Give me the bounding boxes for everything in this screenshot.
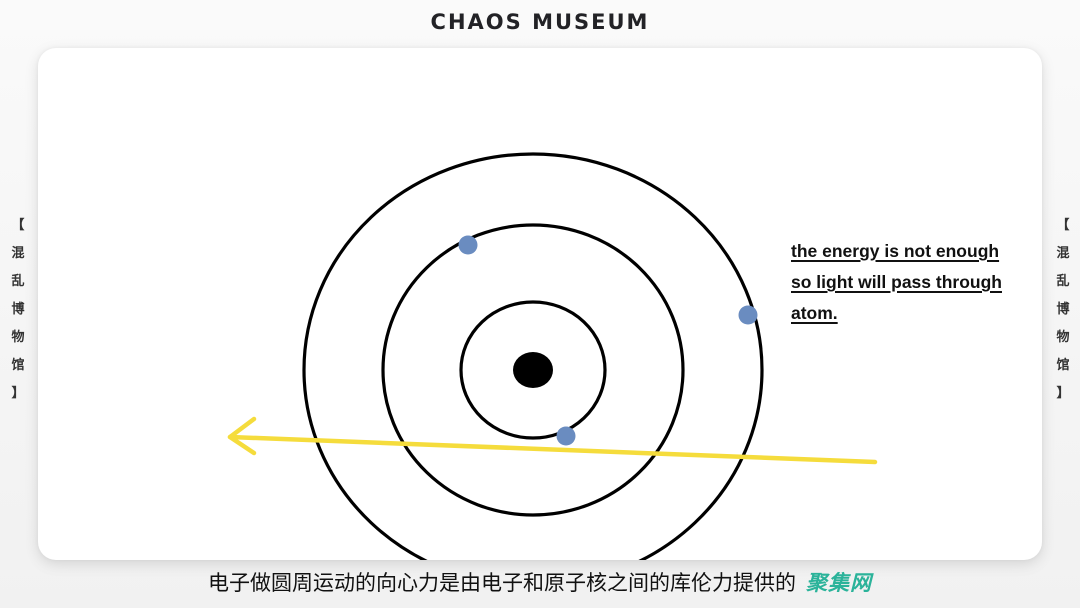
side-label-char: 物 xyxy=(11,330,25,345)
annotation-line: so light will pass through xyxy=(791,272,1002,292)
side-label-char: 乱 xyxy=(1056,274,1070,289)
side-label-char: 博 xyxy=(11,302,25,317)
nucleus-icon xyxy=(513,352,553,388)
orbits xyxy=(302,152,764,560)
side-label-char: 【 xyxy=(11,218,25,233)
side-label-char: 馆 xyxy=(11,358,25,373)
electron-icon xyxy=(458,235,478,255)
orbit-middle xyxy=(381,223,685,517)
side-label-char: 【 xyxy=(1056,218,1070,233)
annotation-line: the energy is not enough xyxy=(791,241,1000,261)
light-ray-arrow-icon xyxy=(227,416,878,465)
diagram-card: the energy is not enough so light will p… xyxy=(38,48,1042,560)
subtitle-caption: 电子做圆周运动的向心力是由电子和原子核之间的库伦力提供的聚集网 xyxy=(0,566,1080,600)
annotation-line: atom. xyxy=(791,303,838,323)
electron-icon xyxy=(556,426,576,446)
annotation-text: the energy is not enough so light will p… xyxy=(791,236,1002,329)
atom-diagram xyxy=(227,152,878,560)
right-side-label: 【 混 乱 博 物 馆 】 xyxy=(1053,212,1073,408)
side-label-char: 混 xyxy=(11,246,25,261)
caption-text: 电子做圆周运动的向心力是由电子和原子核之间的库伦力提供的 xyxy=(208,571,796,595)
orbit-outer xyxy=(302,152,764,560)
left-side-label: 【 混 乱 博 物 馆 】 xyxy=(8,212,28,408)
side-label-char: 混 xyxy=(1056,246,1070,261)
side-label-char: 博 xyxy=(1056,302,1070,317)
side-label-char: 】 xyxy=(11,386,25,401)
side-label-char: 物 xyxy=(1056,330,1070,345)
electrons xyxy=(458,235,758,446)
orbit-inner xyxy=(459,300,607,440)
electron-icon xyxy=(738,305,758,325)
watermark-logo: 聚集网 xyxy=(806,571,872,595)
side-label-char: 】 xyxy=(1056,386,1070,401)
side-label-char: 乱 xyxy=(11,274,25,289)
site-title: CHAOS MUSEUM xyxy=(430,10,650,34)
side-label-char: 馆 xyxy=(1056,358,1070,373)
